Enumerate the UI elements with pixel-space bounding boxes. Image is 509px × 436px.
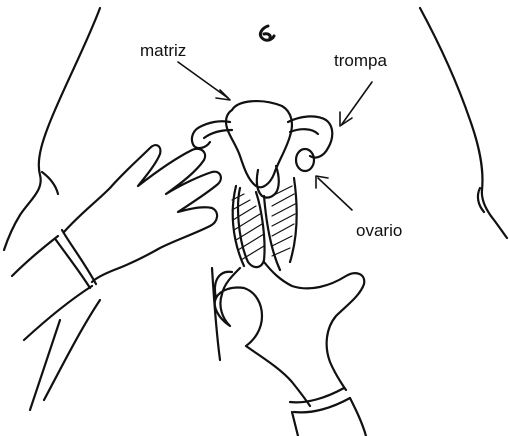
label-uterus: matriz (140, 41, 186, 60)
upper-forearm (12, 236, 92, 340)
right-tube-inner (290, 129, 318, 134)
torso-left-outline (4, 8, 100, 250)
navel-icon (260, 26, 274, 40)
label-ovary: ovario (356, 221, 402, 240)
tube-arrow (342, 82, 372, 124)
inserted-finger-left (238, 188, 264, 267)
lower-forearm (292, 398, 366, 436)
vaginal-wall-right (290, 178, 297, 262)
ovary-arrow (318, 178, 352, 210)
upper-hand-cuff (56, 230, 96, 288)
upper-hand (64, 145, 221, 282)
lower-hand (215, 262, 364, 406)
torso-left-notch (42, 172, 58, 194)
uterus-shape (226, 101, 292, 187)
left-tube-inner (204, 130, 232, 138)
label-tube: trompa (334, 51, 387, 70)
right-ovary (296, 149, 314, 171)
uterus-arrow (178, 62, 228, 98)
torso-right-outline (420, 8, 507, 238)
